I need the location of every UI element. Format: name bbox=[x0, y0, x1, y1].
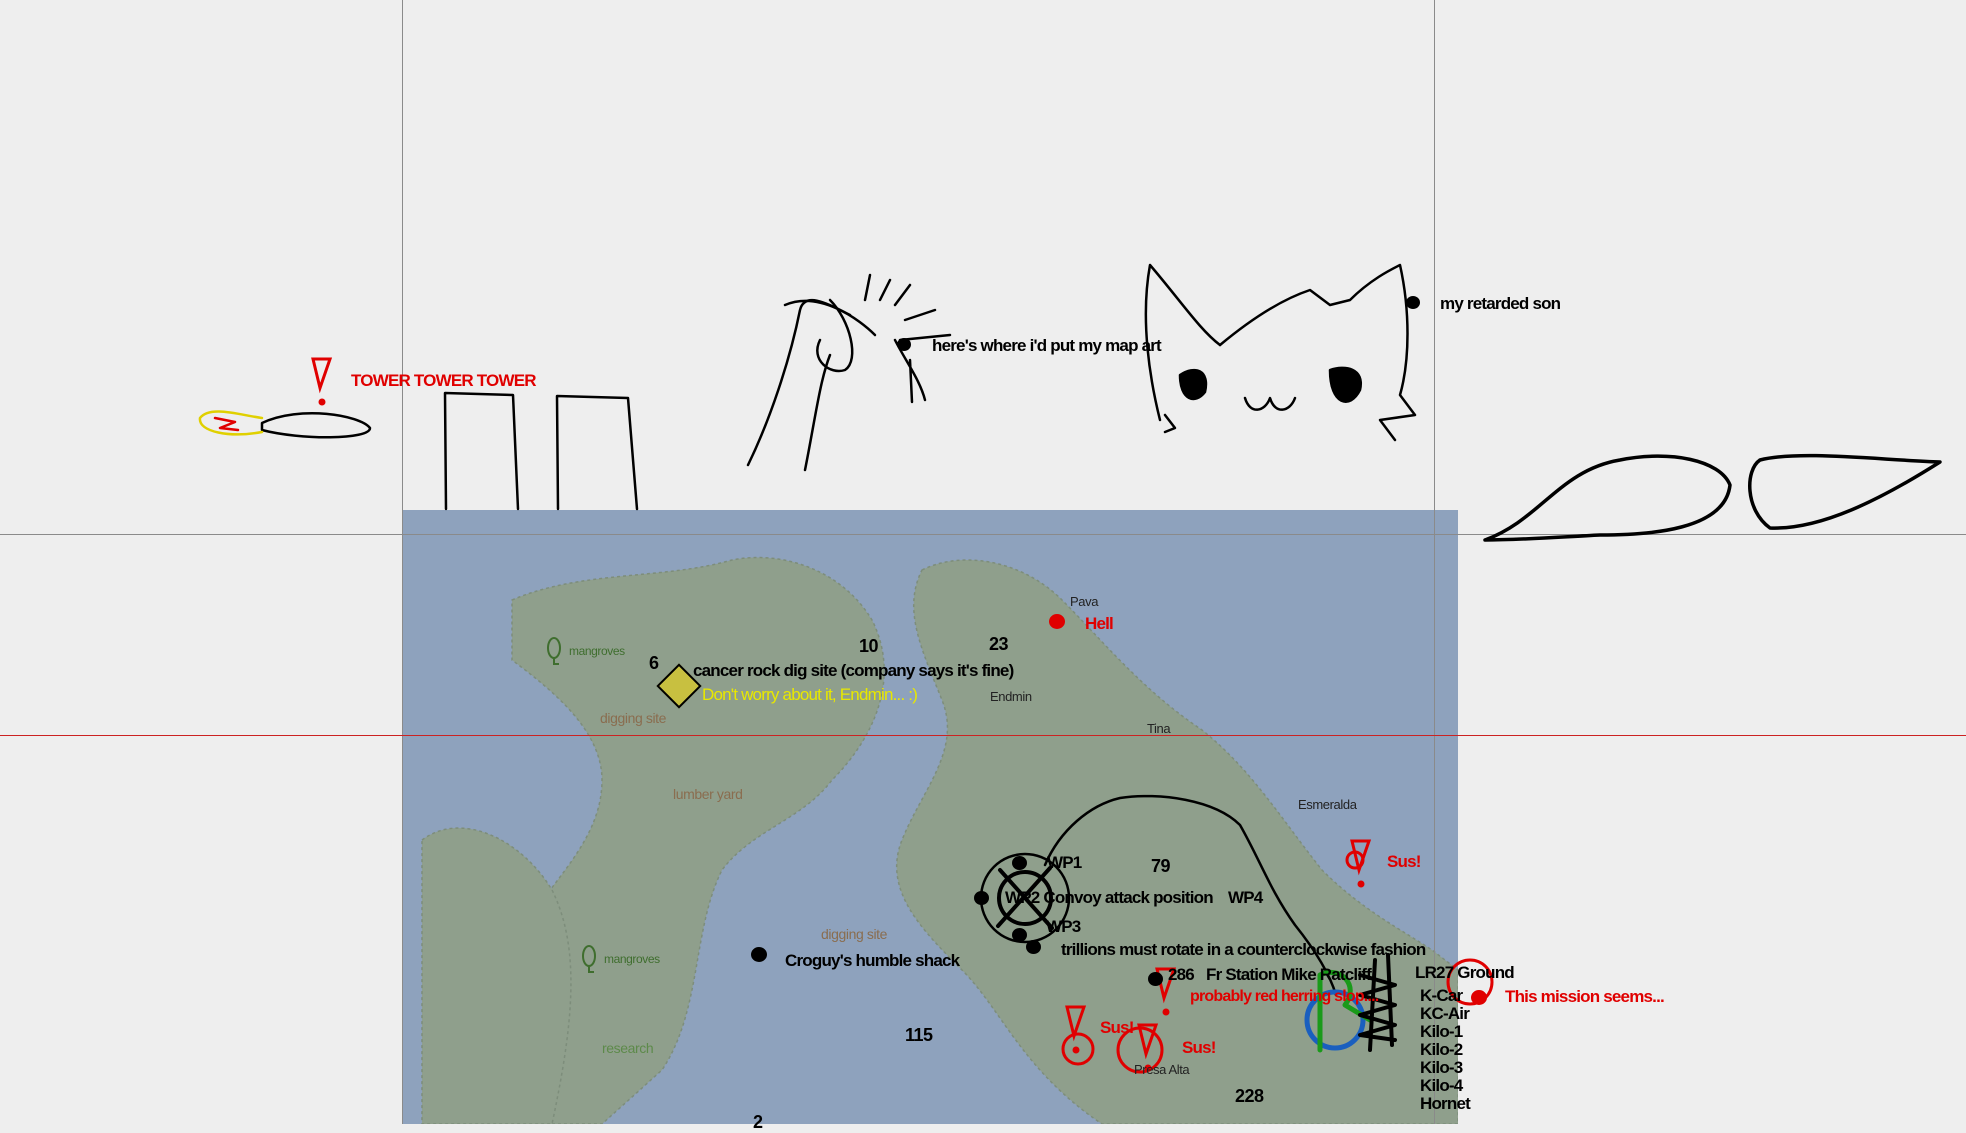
grid-line-vertical bbox=[402, 0, 403, 1124]
marker-label-cancer-rock: cancer rock dig site (company says it's … bbox=[693, 661, 1014, 680]
marker-label-286: 286 bbox=[1168, 965, 1195, 984]
marker-label-red-herring: probably red herring slop.... bbox=[1190, 988, 1379, 1005]
place-research: research bbox=[602, 1040, 654, 1056]
tree-icon bbox=[581, 944, 597, 979]
marker-label-sus: Sus! bbox=[1387, 852, 1421, 871]
tower-label: TOWER TOWER TOWER bbox=[351, 371, 537, 390]
callsign-label: KC-Air bbox=[1420, 1004, 1470, 1023]
grid-line-vertical bbox=[1434, 0, 1435, 1124]
waypoint-dot[interactable] bbox=[1012, 856, 1027, 870]
marker-dot[interactable] bbox=[1148, 972, 1163, 986]
callsign-list: K-Car KC-Air Kilo-1 Kilo-2 Kilo-3 Kilo-4… bbox=[1420, 986, 1471, 1113]
cat-face-drawing bbox=[1144, 263, 1417, 442]
waypoint-label-wp2: WP2 Convoy attack position bbox=[1005, 888, 1214, 907]
son-label: my retarded son bbox=[1440, 294, 1561, 313]
grid-number: 23 bbox=[989, 634, 1009, 654]
marker-dot[interactable] bbox=[751, 947, 767, 962]
marker-label-lr27: LR27 Ground bbox=[1415, 963, 1515, 982]
waypoint-dot[interactable] bbox=[1012, 928, 1027, 942]
grid-number: 6 bbox=[649, 653, 659, 673]
place-lumber-yard: lumber yard bbox=[673, 786, 743, 802]
marker-label-sus: Sus! bbox=[1182, 1038, 1216, 1057]
face-sketch-drawing bbox=[746, 273, 952, 472]
waypoint-dot[interactable] bbox=[974, 891, 989, 905]
marker-dot-red[interactable] bbox=[1471, 990, 1487, 1005]
warning-exclamation-icon[interactable] bbox=[1349, 838, 1373, 895]
callsign-label: Hornet bbox=[1420, 1094, 1471, 1113]
callsign-label: Kilo-1 bbox=[1420, 1022, 1463, 1041]
callsign-label: Kilo-4 bbox=[1420, 1076, 1463, 1095]
grid-number: 2 bbox=[753, 1112, 763, 1132]
grid-number: 115 bbox=[905, 1025, 933, 1045]
rocket-drawing bbox=[198, 410, 372, 439]
tree-icon bbox=[546, 636, 562, 671]
map-art-label: here's where i'd put my map art bbox=[932, 336, 1162, 355]
callsign-label: Kilo-2 bbox=[1420, 1040, 1463, 1059]
marker-dot[interactable] bbox=[1026, 940, 1041, 954]
grid-line-horizontal bbox=[0, 534, 1966, 535]
waypoint-label-wp3: WP3 bbox=[1046, 917, 1081, 936]
warning-exclamation-icon[interactable] bbox=[1064, 1004, 1088, 1061]
warning-exclamation-icon[interactable] bbox=[1136, 1022, 1160, 1079]
place-mangroves: mangroves bbox=[569, 644, 625, 658]
marker-label-croguy: Croguy's humble shack bbox=[785, 951, 960, 970]
grid-number: 79 bbox=[1151, 856, 1171, 876]
marker-label-station: Fr Station Mike Ratcliff bbox=[1206, 965, 1372, 984]
marker-label-mission: This mission seems... bbox=[1505, 987, 1665, 1006]
place-digging-site: digging site bbox=[821, 926, 888, 942]
warning-exclamation-icon[interactable] bbox=[310, 356, 334, 413]
place-digging-site: digging site bbox=[600, 710, 667, 726]
marker-dot[interactable] bbox=[1406, 296, 1420, 309]
tower-drawing bbox=[443, 391, 639, 511]
red-guide-line bbox=[0, 735, 1966, 736]
callsign-label: K-Car bbox=[1420, 986, 1463, 1005]
marker-label-sus: Sus! bbox=[1100, 1018, 1134, 1037]
blue-green-scribble bbox=[1304, 969, 1373, 1053]
marker-dot[interactable] bbox=[897, 338, 911, 351]
map-canvas[interactable] bbox=[402, 510, 1458, 1124]
marker-label-dont-worry: Don't worry about it, Endmin... :) bbox=[702, 685, 918, 704]
grid-number: 228 bbox=[1235, 1086, 1264, 1106]
place-esmeralda: Esmeralda bbox=[1298, 797, 1357, 812]
waypoint-label-wp4: WP4 bbox=[1228, 888, 1263, 907]
eye-shapes-drawing bbox=[1483, 453, 1942, 542]
callsign-label: Kilo-3 bbox=[1420, 1058, 1463, 1077]
marker-dot-red[interactable] bbox=[1049, 614, 1065, 629]
place-tina: Tina bbox=[1147, 721, 1171, 736]
waypoint-label-wp1: WP1 bbox=[1047, 853, 1082, 872]
place-mangroves: mangroves bbox=[604, 952, 660, 966]
convoy-route-drawing bbox=[979, 794, 1338, 997]
place-pava: Pava bbox=[1070, 594, 1099, 609]
grid-number: 10 bbox=[859, 636, 879, 656]
place-presa-alta: Presa Alta bbox=[1134, 1062, 1190, 1077]
marker-label-trillions: trillions must rotate in a counterclockw… bbox=[1061, 940, 1426, 959]
marker-label-endmin: Endmin bbox=[990, 689, 1032, 704]
black-scribble bbox=[1358, 953, 1397, 1052]
marker-label-hell: Hell bbox=[1085, 614, 1114, 633]
